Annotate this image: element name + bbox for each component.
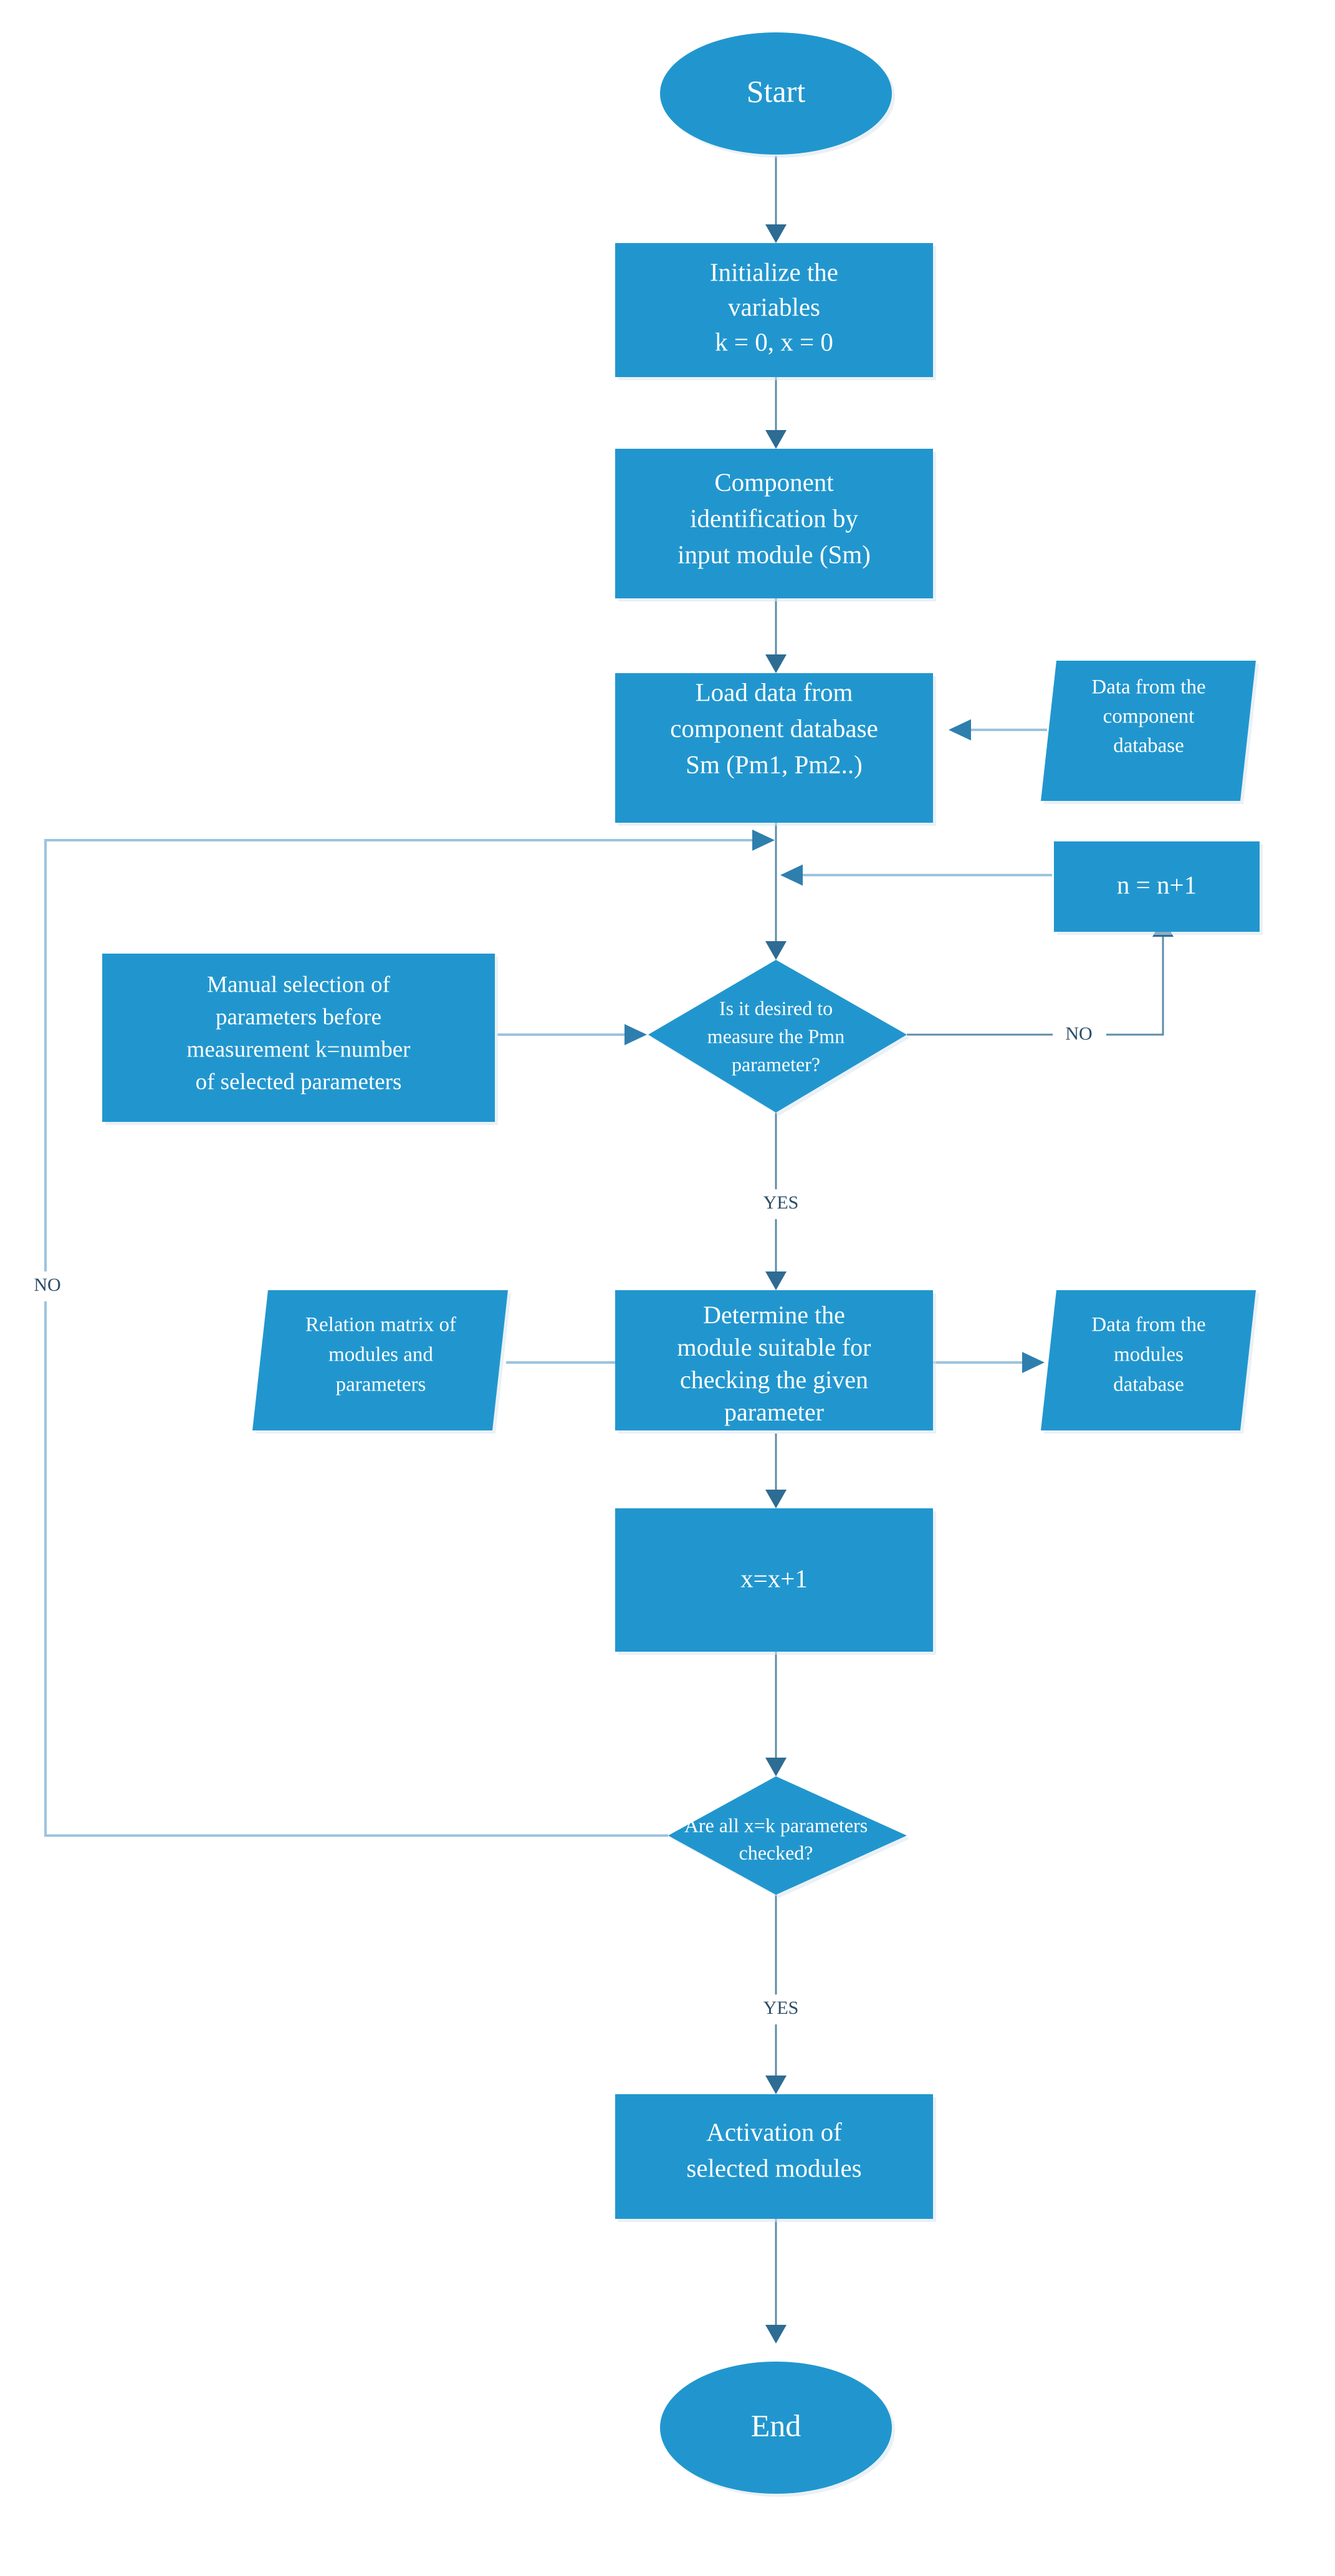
node-initialize-line-1: Initialize the [710, 257, 838, 286]
edge-decideall-yes-to-activate [765, 1895, 787, 2094]
node-manual-line-3: measurement k=number [187, 1037, 411, 1062]
node-identify-line-1: Component [714, 467, 834, 496]
edge-label-no-left: NO [34, 1275, 60, 1295]
node-moddb-line-3: database [1113, 1374, 1184, 1396]
node-increment-x-label: x=x+1 [740, 1564, 808, 1592]
node-determine-line-2: module suitable for [677, 1333, 871, 1361]
node-start-label: Start [747, 74, 806, 108]
edge-start-to-init [765, 156, 787, 243]
node-determine-line-4: parameter [724, 1398, 824, 1426]
node-increment-n-label: n = n+1 [1117, 870, 1197, 899]
edge-label-yes-bottom: YES [763, 1998, 799, 2018]
node-decide-all-line-1: Are all x=k parameters [684, 1814, 868, 1836]
node-initialize-line-3: k = 0, x = 0 [715, 327, 833, 356]
node-manual-line-1: Manual selection of [207, 972, 391, 997]
node-identify-line-2: identification by [690, 504, 858, 532]
edge-decide-no-to-incrementn [907, 918, 1174, 1036]
edge-label-no-right: NO [1065, 1023, 1092, 1044]
edge-compdb-to-load [949, 719, 1047, 740]
node-start[interactable]: Start [660, 32, 895, 158]
node-decide-pmn-line-1: Is it desired to [719, 997, 833, 1019]
node-decision-all-checked[interactable]: Are all x=k parameters checked? [668, 1776, 910, 1898]
node-activation-modules[interactable]: Activation of selected modules [615, 2094, 936, 2222]
node-load-line-1: Load data from [696, 678, 853, 706]
node-relmatrix-line-3: parameters [336, 1374, 426, 1396]
edge-determine-to-moddb [930, 1352, 1045, 1373]
node-manual-selection[interactable]: Manual selection of parameters before me… [102, 954, 498, 1125]
edge-label-yes-middle: YES [763, 1192, 799, 1213]
node-decide-all-line-2: checked? [739, 1841, 813, 1864]
node-component-database[interactable]: Data from the component database [1041, 661, 1259, 804]
node-load-data[interactable]: Load data from component database Sm (Pm… [615, 673, 936, 826]
node-decide-pmn-line-2: measure the Pmn [707, 1025, 845, 1047]
node-relation-matrix[interactable]: Relation matrix of modules and parameter… [252, 1290, 511, 1434]
node-activate-line-1: Activation of [706, 2117, 842, 2146]
node-activate-line-2: selected modules [686, 2153, 861, 2182]
edge-incrementn-to-junction [780, 864, 1052, 886]
node-end-label: End [751, 2408, 801, 2443]
edge-determine-to-incrementx [765, 1434, 787, 1508]
node-decide-pmn-line-3: parameter? [732, 1053, 820, 1075]
node-modules-database[interactable]: Data from the modules database [1041, 1290, 1259, 1434]
node-determine-line-3: checking the given [680, 1366, 868, 1394]
node-increment-n[interactable]: n = n+1 [1054, 841, 1263, 935]
edge-label-layer: NO NO YES YES [22, 1020, 1106, 2024]
edge-identify-to-load [765, 598, 787, 673]
node-compdb-line-2: component [1103, 706, 1195, 728]
node-end[interactable]: End [660, 2362, 895, 2497]
edge-incrementx-to-decideall [765, 1652, 787, 1776]
node-load-line-2: component database [670, 714, 878, 742]
node-compdb-line-3: database [1113, 735, 1184, 757]
node-initialize-line-2: variables [728, 292, 820, 321]
node-determine-module[interactable]: Determine the module suitable for checki… [615, 1290, 936, 1434]
node-load-line-3: Sm (Pm1, Pm2..) [686, 750, 863, 778]
node-identify-line-3: input module (Sm) [677, 540, 871, 568]
node-relmatrix-line-1: Relation matrix of [305, 1314, 456, 1336]
edge-manual-to-decide [497, 1024, 647, 1045]
connector-layer [44, 156, 1174, 2344]
node-manual-line-2: parameters before [216, 1004, 381, 1030]
node-compdb-line-1: Data from the [1091, 676, 1205, 699]
edge-activate-to-end [765, 2218, 787, 2344]
edge-loop-no-left [44, 830, 775, 1837]
node-moddb-line-2: modules [1114, 1344, 1184, 1366]
node-initialize-variables[interactable]: Initialize the variables k = 0, x = 0 [615, 243, 936, 380]
node-determine-line-1: Determine the [703, 1301, 845, 1329]
edge-load-to-decide [765, 821, 787, 960]
node-manual-line-4: of selected parameters [196, 1069, 402, 1094]
node-increment-x[interactable]: x=x+1 [615, 1508, 936, 1655]
node-relmatrix-line-2: modules and [328, 1344, 433, 1366]
node-component-identification[interactable]: Component identification by input module… [615, 449, 936, 601]
edge-init-to-identify [765, 374, 787, 449]
node-moddb-line-1: Data from the [1091, 1314, 1205, 1336]
node-decision-measure-pmn[interactable]: Is it desired to measure the Pmn paramet… [648, 960, 910, 1116]
